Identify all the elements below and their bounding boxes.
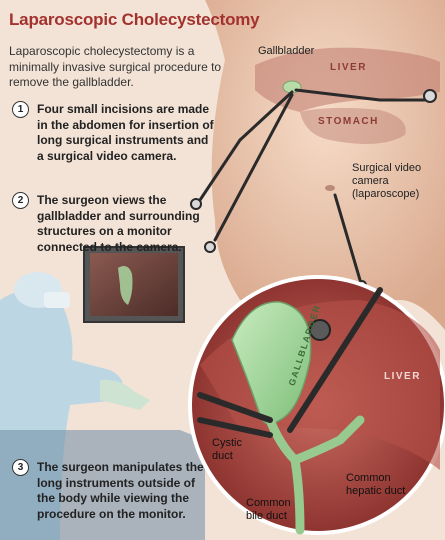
navel	[325, 185, 335, 191]
page-title: Laparoscopic Cholecystectomy	[9, 10, 260, 29]
stomach-label: STOMACH	[318, 116, 379, 127]
step-3: 3 The surgeon manipulates the long instr…	[12, 459, 212, 522]
cystic-duct-label: Cystic duct	[212, 437, 242, 462]
step-number: 3	[12, 459, 29, 476]
monitor	[83, 246, 185, 323]
inset-gallbladder	[231, 301, 312, 425]
gallbladder-label: Gallbladder	[258, 45, 315, 57]
surgeon	[0, 272, 205, 540]
step-number: 2	[12, 192, 29, 209]
step-2: 2 The surgeon views the gallbladder and …	[12, 192, 202, 255]
step-number: 1	[12, 101, 29, 118]
instruments	[198, 88, 427, 282]
common-hepatic-duct-label: Common hepatic duct	[346, 472, 406, 497]
step-text: Four small incisions are made in the abd…	[37, 102, 214, 163]
step-text: The surgeon manipulates the long instrum…	[37, 460, 204, 521]
intro-text: Laparoscopic cholecystectomy is a minima…	[9, 44, 222, 89]
common-bile-duct-label: Common bile duct	[246, 497, 291, 522]
step-1: 1 Four small incisions are made in the a…	[12, 101, 217, 164]
inset-view	[188, 275, 445, 535]
step-text: The surgeon views the gallbladder and su…	[37, 193, 200, 254]
liver-shape	[255, 47, 440, 112]
camera-label: Surgical video camera (laparoscope)	[352, 162, 422, 200]
ducts	[265, 415, 365, 535]
inset-liver-label: LIVER	[384, 371, 421, 382]
liver-label: LIVER	[330, 62, 367, 73]
stomach-shape	[300, 107, 406, 144]
